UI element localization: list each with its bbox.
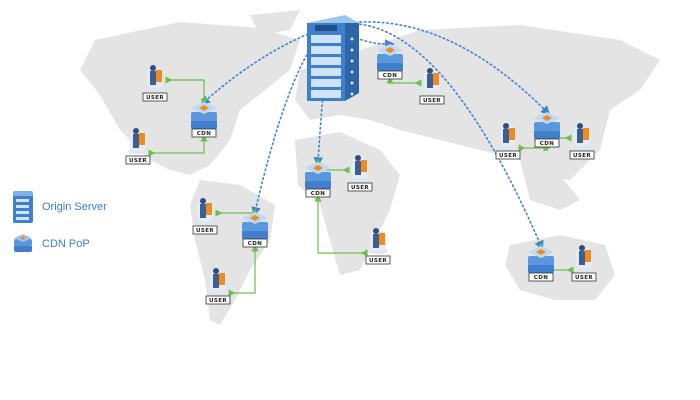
user-label: USER [419,95,445,105]
user-0 [145,65,165,91]
origin-server-icon [13,191,33,223]
user-cdn-link-3 [228,244,259,297]
user-label: USER [125,155,151,165]
user-label: USER [365,255,391,265]
user-9 [574,245,594,271]
legend-origin-label: Origin Server [42,201,107,213]
svg-text:USER: USER [575,275,593,281]
svg-text:USER: USER [209,298,227,304]
cdn-label: CDN [305,188,331,198]
svg-text:CDN: CDN [383,73,397,79]
cdn-label: CDN [528,272,554,282]
cdn-pop-south-america [242,212,268,239]
user-cdn-link-6 [386,76,422,87]
svg-text:CDN: CDN [540,141,554,147]
user-label: USER [205,295,231,305]
origin-to-cdn-link-asia [332,21,551,116]
svg-text:USER: USER [129,158,147,164]
user-2 [195,198,215,224]
cdn-pop-africa [305,162,331,189]
svg-text:USER: USER [423,98,441,104]
user-label: USER [347,182,373,192]
origin-to-cdn-link-australia [332,22,544,251]
user-cdn-link-5 [314,194,368,257]
user-label: USER [192,225,218,235]
svg-text:USER: USER [146,95,164,101]
cdn-label: CDN [242,238,268,248]
user-6 [422,68,442,94]
legend-cdn-label: CDN PoP [42,238,90,250]
cdn-pop-north-america [191,102,217,129]
origin-server [307,15,359,101]
cdn-label: CDN [534,138,560,148]
legend-origin-server: Origin Server [12,190,107,224]
user-8 [572,123,592,149]
cdn-pop-asia [534,112,560,139]
cdn-label: CDN [377,70,403,80]
user-label: USER [571,272,597,282]
svg-text:USER: USER [196,228,214,234]
origin-to-cdn-link-south-america [251,24,334,217]
user-1 [128,128,148,154]
user-cdn-link-0 [165,76,208,106]
cdn-pop-europe [377,44,403,71]
cdn-pop-icon [14,234,32,252]
user-label: USER [495,150,521,160]
user-7 [498,123,518,149]
svg-text:USER: USER [499,153,517,159]
cdn-pop-australia [528,246,554,273]
svg-text:CDN: CDN [248,241,262,247]
svg-text:USER: USER [573,153,591,159]
user-5 [368,228,388,254]
svg-text:CDN: CDN [311,191,325,197]
user-4 [350,155,370,181]
legend-cdn-pop: CDN PoP [12,233,90,255]
user-label: USER [142,92,168,102]
svg-text:CDN: CDN [197,131,211,137]
cdn-label: CDN [191,128,217,138]
user-cdn-link-1 [148,134,208,157]
svg-text:CDN: CDN [534,275,548,281]
svg-text:USER: USER [351,185,369,191]
user-label: USER [569,150,595,160]
user-3 [208,268,228,294]
svg-text:USER: USER [369,258,387,264]
